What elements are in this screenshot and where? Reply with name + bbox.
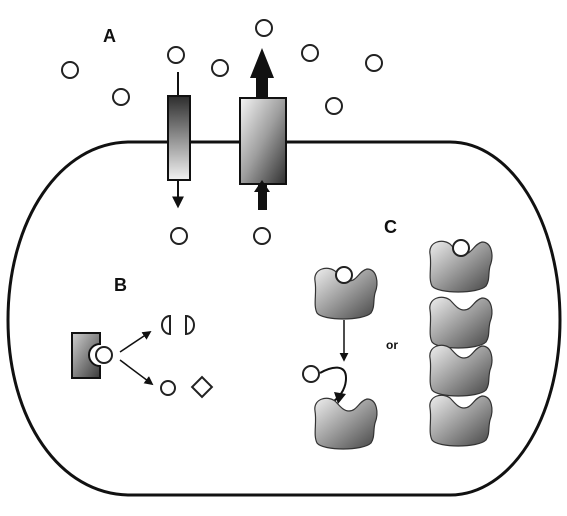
panel-label-b: B: [114, 275, 127, 295]
molecule-icon: [211, 59, 229, 77]
enzyme-column: [429, 239, 493, 447]
molecule-icon: [170, 227, 188, 245]
receptor-icon: [71, 332, 113, 379]
molecule-icon: [167, 46, 185, 64]
molecule-icon: [301, 44, 319, 62]
molecule-icon: [112, 88, 130, 106]
channel-icon: [167, 72, 191, 209]
panel-label-a: A: [103, 26, 116, 46]
molecule-icon: [365, 54, 383, 72]
molecule-icon: [452, 239, 470, 257]
extracellular-molecules: [61, 19, 383, 115]
products-icon: [160, 314, 214, 399]
enzyme-icon: [314, 266, 378, 320]
or-label: or: [386, 338, 398, 352]
panel-label-c: C: [384, 217, 397, 237]
molecule-icon: [61, 61, 79, 79]
molecule-icon: [253, 227, 271, 245]
enzyme-icon: [302, 365, 378, 450]
molecule-icon: [255, 19, 273, 37]
pump-icon: [239, 48, 287, 210]
molecule-icon: [325, 97, 343, 115]
cell-membrane: [6, 140, 562, 497]
